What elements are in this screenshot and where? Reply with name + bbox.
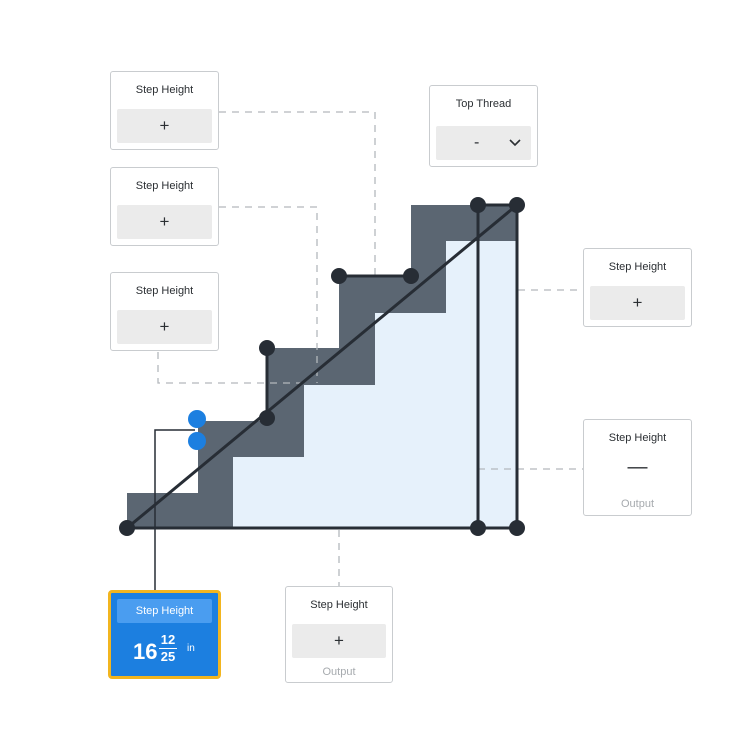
step-height-output-card-bottom: Step Height + Output bbox=[285, 586, 393, 683]
add-step-height-button[interactable]: + bbox=[590, 286, 685, 320]
node-tread-right bbox=[403, 268, 419, 284]
stringer-line bbox=[126, 203, 518, 530]
top-thread-card: Top Thread - bbox=[429, 85, 538, 167]
output-caption: Output bbox=[620, 498, 655, 510]
node-base-inner bbox=[470, 520, 486, 536]
node-base-right bbox=[509, 520, 525, 536]
node-base-left bbox=[119, 520, 135, 536]
card-label: Step Height bbox=[608, 432, 667, 444]
step-height-card-left-top: Step Height + bbox=[110, 71, 219, 150]
node-top-inner bbox=[470, 197, 486, 213]
nodes bbox=[119, 197, 525, 536]
fraction-denominator: 25 bbox=[160, 649, 176, 664]
add-step-height-button[interactable]: + bbox=[292, 624, 386, 658]
fraction-numerator: 12 bbox=[160, 632, 176, 647]
step-height-card-left-mid: Step Height + bbox=[110, 167, 219, 246]
output-value: — bbox=[627, 456, 648, 478]
top-thread-dropdown[interactable]: - bbox=[436, 126, 531, 160]
active-handle-top[interactable] bbox=[188, 410, 206, 428]
card-label: Step Height bbox=[310, 599, 368, 611]
node-riser-bottom bbox=[259, 410, 275, 426]
value-whole: 16 bbox=[133, 639, 158, 664]
node-top-right bbox=[509, 197, 525, 213]
step-height-value: 16 12 25 in bbox=[111, 633, 218, 667]
output-caption: Output bbox=[322, 666, 356, 678]
card-label: Step Height bbox=[117, 599, 212, 623]
dropdown-value: - bbox=[474, 134, 480, 151]
leader-lines bbox=[157, 111, 584, 586]
step-height-output-card-right: Step Height — Output bbox=[583, 419, 692, 516]
value-fraction: 12 25 bbox=[159, 633, 177, 664]
add-step-height-button[interactable]: + bbox=[117, 310, 212, 344]
card-label: Step Height bbox=[135, 84, 194, 96]
card-label: Top Thread bbox=[455, 98, 512, 110]
active-connector bbox=[154, 429, 195, 592]
node-riser-top bbox=[259, 340, 275, 356]
step-height-card-right-top: Step Height + bbox=[583, 248, 692, 327]
node-tread-left bbox=[331, 268, 347, 284]
chevron-down-icon bbox=[509, 139, 521, 147]
step-height-card-active[interactable]: Step Height 16 12 25 in bbox=[108, 590, 221, 679]
step-height-card-left-low: Step Height + bbox=[110, 272, 219, 351]
card-label: Step Height bbox=[135, 180, 194, 192]
add-step-height-button[interactable]: + bbox=[117, 205, 212, 239]
active-handle-bottom[interactable] bbox=[188, 432, 206, 450]
value-unit: in bbox=[187, 643, 195, 654]
card-label: Step Height bbox=[135, 285, 194, 297]
card-label: Step Height bbox=[608, 261, 667, 273]
add-step-height-button[interactable]: + bbox=[117, 109, 212, 143]
